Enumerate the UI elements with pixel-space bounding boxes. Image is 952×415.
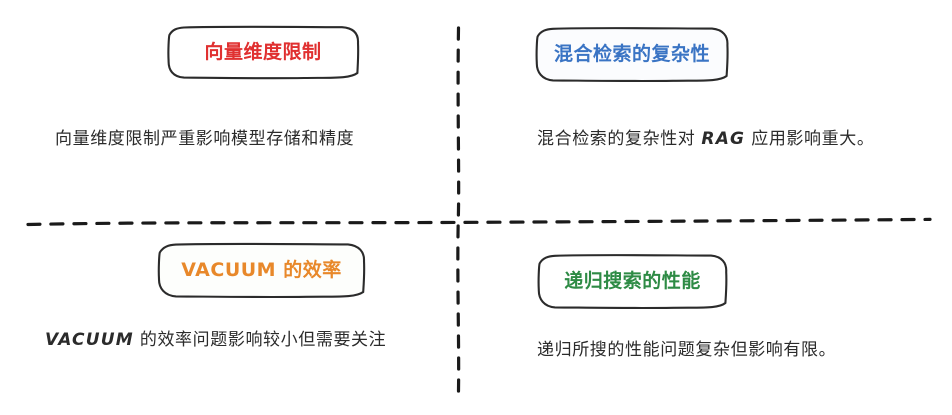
description-vacuum-tail: 的效率问题影响较小但需要关注 [133, 330, 387, 350]
label-box-hybrid-retrieval[interactable]: 混合检索的复杂性 [535, 27, 729, 83]
description-vacuum-emphasis: VACUUM [45, 330, 134, 350]
label-vacuum-tail: 的效率 [276, 259, 342, 281]
label-box-vacuum-efficiency[interactable]: VACUUM 的效率 [157, 242, 366, 299]
label-text-vector-dimension: 向量维度限制 [204, 41, 322, 63]
label-text-hybrid-retrieval: 混合检索的复杂性 [553, 43, 710, 65]
description-recursive-search: 递归所搜的性能问题复杂但影响有限。 [537, 340, 837, 360]
quadrant-bottom-right [458, 222, 952, 415]
description-hybrid-retrieval: 混合检索的复杂性对 RAG 应用影响重大。 [537, 129, 874, 149]
description-hybrid-tail: 应用影响重大。 [745, 129, 875, 149]
label-box-recursive-search[interactable]: 递归搜索的性能 [537, 254, 728, 310]
description-hybrid-lead: 混合检索的复杂性对 [537, 129, 702, 149]
label-vacuum-emphasis: VACUUM [181, 259, 277, 281]
description-hybrid-emphasis: RAG [701, 129, 746, 149]
label-text-recursive-search: 递归搜索的性能 [564, 270, 701, 292]
label-box-vector-dimension[interactable]: 向量维度限制 [167, 25, 360, 80]
label-text-vacuum-efficiency: VACUUM 的效率 [181, 261, 341, 280]
description-vector-dimension: 向量维度限制严重影响模型存储和精度 [55, 129, 355, 149]
description-vacuum-efficiency: VACUUM 的效率问题影响较小但需要关注 [45, 330, 386, 350]
